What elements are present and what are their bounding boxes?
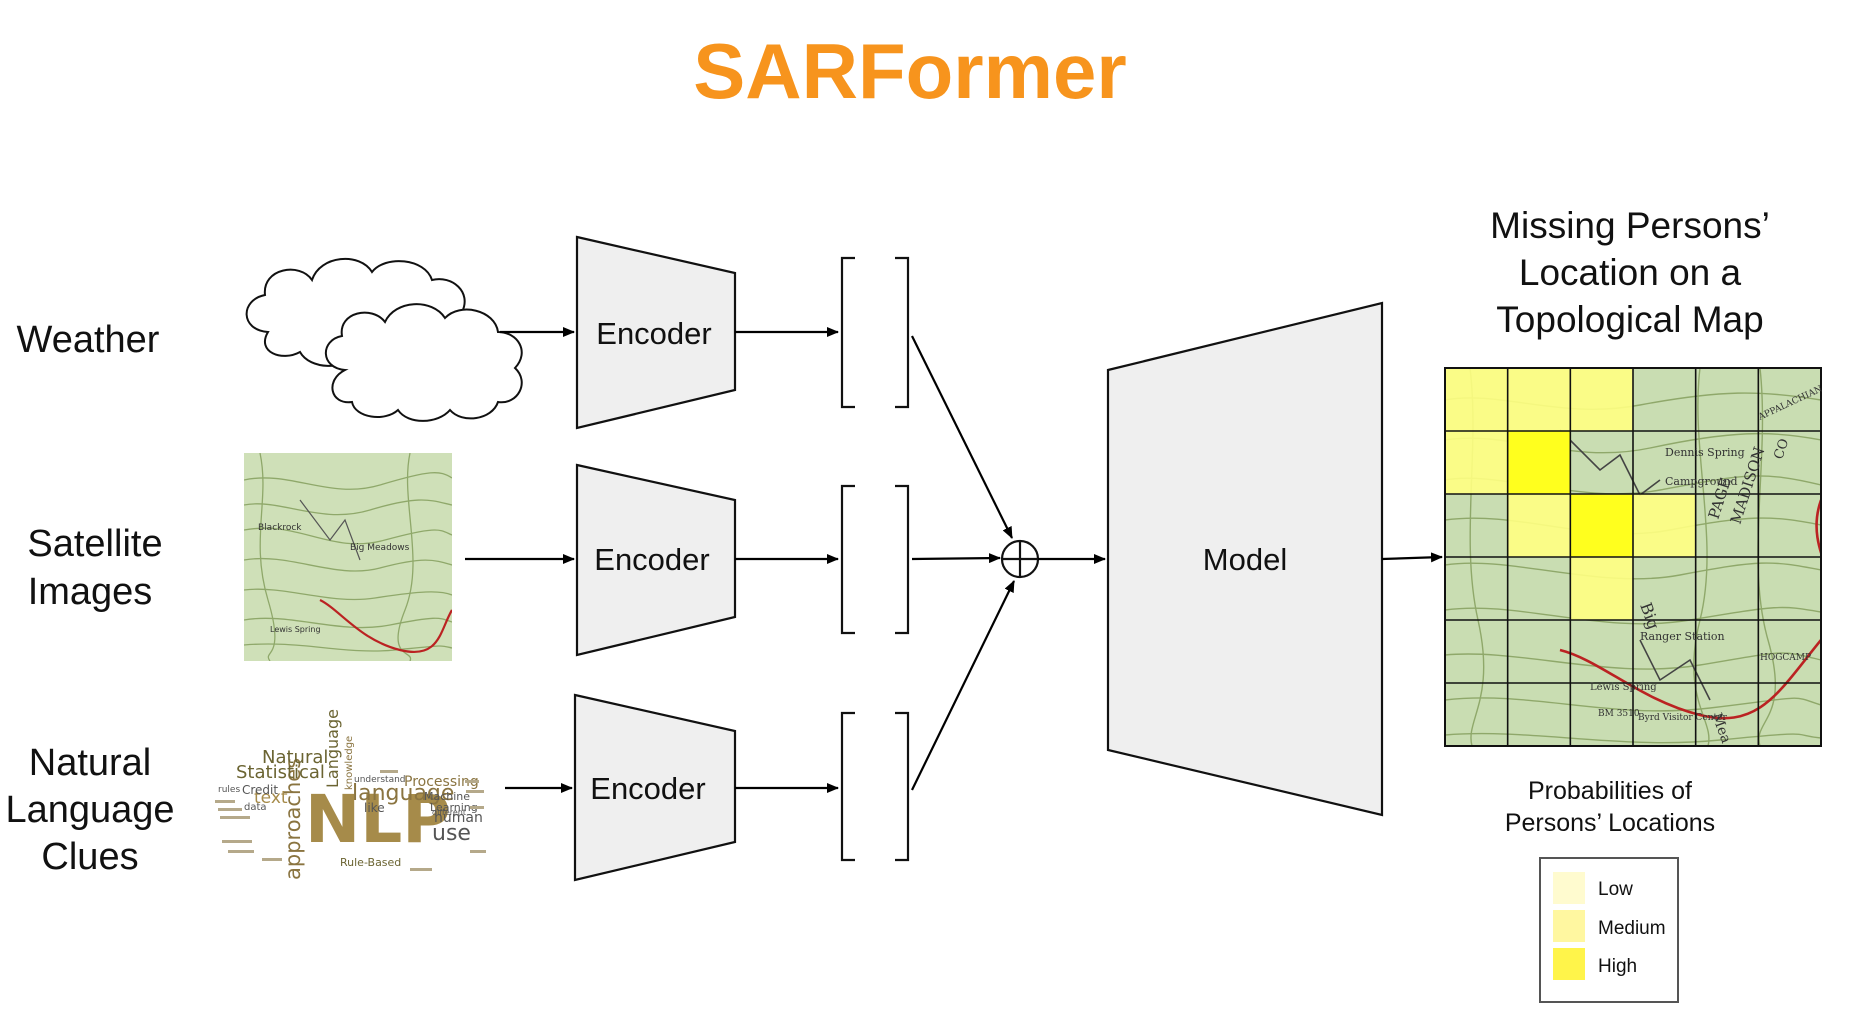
wordcloud-word: Machine bbox=[424, 790, 470, 803]
legend-label-medium: Medium bbox=[1598, 918, 1666, 939]
embedding-vector-2 bbox=[840, 484, 910, 635]
encoder-satellite: Encoder bbox=[575, 463, 737, 657]
arrow-model-to-map bbox=[1381, 552, 1443, 563]
embedding-vector-3 bbox=[840, 711, 910, 862]
arrow-embedding-2-to-combine bbox=[911, 553, 1001, 564]
wordcloud-word: rules bbox=[218, 785, 240, 795]
wordcloud-word: Natural bbox=[262, 747, 328, 768]
nlp-label-line3: Clues bbox=[41, 836, 138, 878]
wordcloud-word: Rule-Based bbox=[340, 856, 401, 869]
wordcloud-word: like bbox=[364, 801, 385, 815]
probability-cell-medium bbox=[1570, 557, 1633, 620]
legend-label-low: Low bbox=[1598, 879, 1633, 900]
encoder-label: Encoder bbox=[590, 771, 705, 806]
legend: Low Medium High bbox=[1539, 857, 1679, 1003]
map-text: Dennis Spring bbox=[1665, 446, 1745, 459]
probability-cell-medium bbox=[1570, 368, 1633, 431]
satellite-label-line2: Images bbox=[28, 571, 153, 613]
map-text: CO bbox=[1772, 437, 1793, 461]
probability-cell-medium bbox=[1445, 368, 1508, 431]
encoder-nlp: Encoder bbox=[573, 693, 737, 882]
probability-cell-medium bbox=[1445, 431, 1508, 494]
wordcloud-word: Learning bbox=[430, 801, 478, 814]
wordcloud-word: knowledge bbox=[344, 736, 355, 790]
sat-map-text-3: Lewis Spring bbox=[270, 625, 321, 634]
wordcloud-word: NLP bbox=[305, 781, 451, 858]
wordcloud-word: Credit bbox=[242, 783, 278, 797]
wordcloud-word: Statistical bbox=[236, 762, 325, 783]
caption-line1: Probabilities of bbox=[1528, 777, 1692, 805]
output-title-line2: Location on a bbox=[1519, 252, 1742, 293]
legend-swatch-medium bbox=[1553, 910, 1585, 942]
wordcloud-word: understand bbox=[354, 775, 406, 785]
wordcloud-word: human bbox=[434, 810, 483, 826]
nlp-wordcloud: NLP approaches language Natural Statisti… bbox=[215, 709, 486, 880]
map-text: BM 3510 bbox=[1598, 709, 1640, 719]
weather-label: Weather bbox=[17, 319, 160, 361]
topological-map: Dennis Spring Campground Ranger Station … bbox=[1444, 367, 1824, 747]
probability-cell-medium bbox=[1507, 494, 1571, 557]
cloud-icon bbox=[245, 257, 523, 422]
wordcloud-word: text bbox=[254, 788, 288, 808]
sat-map-text-2: Big Meadows bbox=[350, 543, 410, 553]
satellite-label-line1: Satellite bbox=[27, 523, 162, 565]
map-text: Lewis Spring bbox=[1590, 682, 1657, 693]
wordcloud-word: Language bbox=[323, 709, 342, 788]
diagram-title: SARFormer bbox=[693, 27, 1126, 115]
encoder-weather: Encoder bbox=[575, 235, 737, 430]
output-title-line1: Missing Persons’ bbox=[1490, 205, 1770, 246]
wordcloud-word: data bbox=[244, 802, 267, 813]
model-label: Model bbox=[1203, 542, 1287, 577]
encoder-label: Encoder bbox=[594, 542, 709, 577]
output-title-line3: Topological Map bbox=[1496, 299, 1763, 340]
encoder-label: Encoder bbox=[596, 316, 711, 351]
wordcloud-word: language bbox=[352, 781, 454, 806]
model-block: Model bbox=[1106, 301, 1384, 817]
legend-swatch-low bbox=[1553, 872, 1585, 904]
nlp-label-line2: Language bbox=[5, 789, 174, 831]
wordcloud-word: use bbox=[432, 821, 471, 846]
nlp-label-line1: Natural bbox=[29, 742, 152, 784]
wordcloud-word: different bbox=[432, 808, 466, 817]
legend-label-high: High bbox=[1598, 956, 1637, 977]
caption-line2: Persons’ Locations bbox=[1505, 809, 1715, 837]
map-text: HOGCAMP bbox=[1760, 653, 1811, 663]
satellite-image: Blackrock Big Meadows Lewis Spring bbox=[244, 453, 452, 661]
embedding-vector-1 bbox=[840, 256, 910, 409]
arrow-embedding-3-to-combine bbox=[911, 580, 1015, 791]
wordcloud-word: Processing bbox=[404, 774, 479, 790]
wordcloud-word: approaches bbox=[281, 758, 305, 880]
arrow-embedding-1-to-combine bbox=[911, 335, 1013, 539]
map-text: Campground bbox=[1665, 475, 1738, 488]
probability-cell-medium bbox=[1507, 368, 1571, 431]
map-text: Byrd Visitor Center bbox=[1638, 713, 1727, 723]
concatenate-plus-icon bbox=[1000, 539, 1040, 579]
probability-cell-medium bbox=[1633, 494, 1696, 557]
legend-swatch-high bbox=[1553, 948, 1585, 980]
probability-cell-high bbox=[1507, 431, 1571, 494]
sat-map-text-1: Blackrock bbox=[258, 523, 302, 533]
probability-cell-high bbox=[1570, 494, 1633, 557]
map-text: Ranger Station bbox=[1640, 630, 1725, 643]
